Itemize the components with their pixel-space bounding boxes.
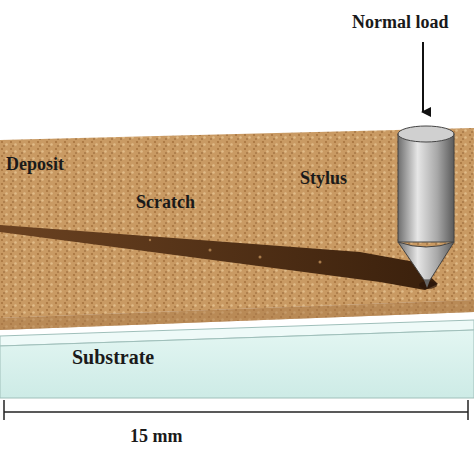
load-label: Normal load xyxy=(352,12,449,33)
scratch-label: Scratch xyxy=(136,192,195,213)
substrate-slab: Substrate xyxy=(0,316,474,400)
stylus-label: Stylus xyxy=(300,168,347,189)
substrate-slab-shape xyxy=(0,316,474,400)
substrate-label: Substrate xyxy=(72,346,154,369)
deposit-label: Deposit xyxy=(6,154,64,175)
dimension-label: 15 mm xyxy=(130,426,183,447)
